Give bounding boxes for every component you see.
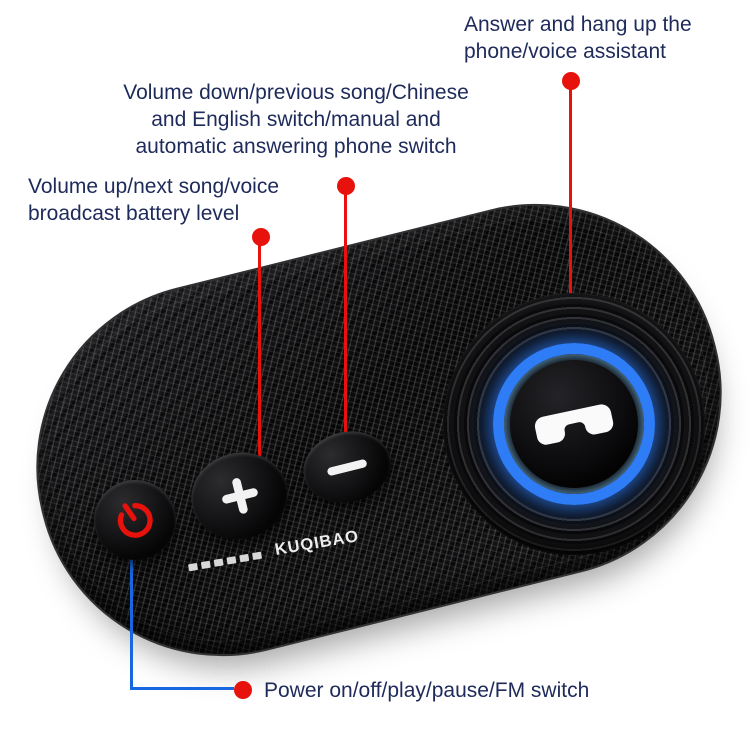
volume-up-button [182, 442, 297, 550]
label-volume-down: Volume down/previous song/Chinese and En… [123, 81, 469, 158]
callout-line-volume-up [258, 245, 261, 467]
volume-down-button [295, 422, 399, 512]
label-volume-up: Volume up/next song/voice broadcast batt… [28, 175, 279, 225]
callout-dot-power [234, 681, 252, 699]
callout-dot-volume-down [337, 177, 355, 195]
callout-line-answer [569, 89, 572, 305]
callout-dot-answer [562, 72, 580, 90]
callout-dot-volume-up [252, 228, 270, 246]
label-answer-hangup: Answer and hang up the phone/voice assis… [464, 13, 692, 63]
call-button-led-ring [493, 343, 655, 505]
callout-line-power-horizontal [130, 687, 234, 690]
label-power: Power on/off/play/pause/FM switch [264, 679, 590, 702]
minus-icon [324, 454, 370, 479]
callout-line-volume-down [344, 194, 347, 446]
power-icon [114, 499, 156, 541]
plus-icon [212, 468, 268, 524]
phone-icon [532, 403, 616, 445]
call-button [510, 360, 638, 488]
power-button [94, 480, 176, 560]
callout-line-power-vertical [130, 530, 133, 690]
